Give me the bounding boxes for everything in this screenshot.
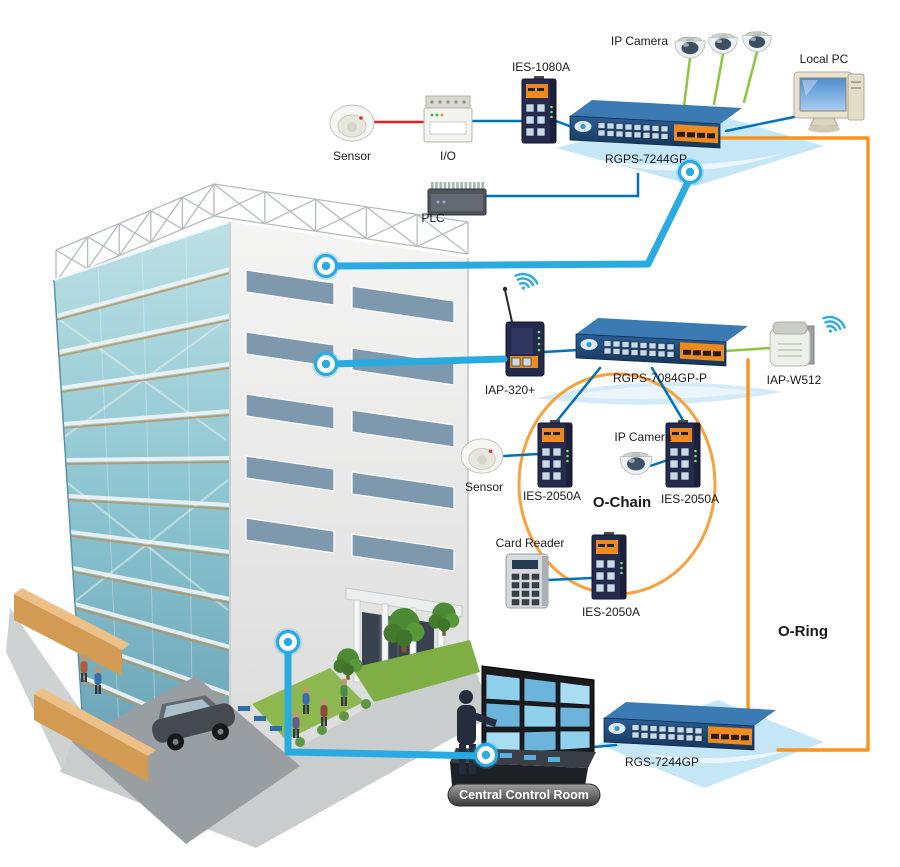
- label-plc: PLC: [421, 211, 445, 225]
- label-io: I/O: [440, 149, 456, 163]
- io-module: [423, 95, 473, 143]
- switch-rgps-7084gp-p: [575, 317, 749, 367]
- backbone-link-2: [328, 355, 508, 368]
- switch-ies-2050a-1: [537, 419, 573, 488]
- link-chain-1: [554, 366, 602, 424]
- link-ies1080a-rack: [554, 119, 574, 129]
- link-cardreader-ies: [546, 576, 594, 582]
- o-ring-link: [718, 136, 870, 752]
- label-ies-1080a: IES-1080A: [512, 60, 570, 74]
- label-o-chain: O-Chain: [593, 494, 651, 511]
- ap-iap-w512: [769, 321, 815, 367]
- label-o-ring: O-Ring: [778, 623, 828, 640]
- label-ip-camera-chain: IP Camera: [614, 430, 671, 444]
- roof-truss: [55, 183, 469, 283]
- smoke-sensor-top: [329, 104, 375, 142]
- smoke-sensor-chain: [460, 438, 504, 474]
- card-reader: [505, 553, 549, 609]
- network-node: [273, 627, 303, 657]
- link-camera2-ies: [648, 458, 670, 468]
- central-control-room: [447, 665, 601, 807]
- label-sensor-chain: Sensor: [465, 480, 503, 494]
- wifi-icon: [818, 312, 848, 339]
- label-ies-2050a-3: IES-2050A: [582, 605, 640, 619]
- label-ip-camera-top: IP Camera: [611, 34, 668, 48]
- backbone-link-3: [284, 644, 490, 760]
- link-iap320-rack: [542, 348, 580, 354]
- local-pc: [793, 71, 865, 133]
- link-plc-rack: [484, 172, 640, 198]
- switch-ies-2050a-3: [591, 531, 627, 600]
- label-ies-2050a-1: IES-2050A: [523, 489, 581, 503]
- link-pc-rack: [724, 115, 796, 133]
- link-cameras: [682, 50, 759, 108]
- benches: [238, 706, 282, 731]
- link-chain-2: [650, 366, 686, 424]
- label-central-control-room: Central Control Room: [459, 788, 589, 802]
- label-local-pc: Local PC: [800, 52, 849, 66]
- label-ies-2050a-2: IES-2050A: [661, 492, 719, 506]
- switch-ies-1080a: [521, 75, 557, 144]
- label-sensor-top: Sensor: [333, 149, 371, 163]
- platform-middle: [536, 382, 782, 405]
- network-node: [471, 740, 501, 770]
- wifi-icon: [510, 269, 541, 295]
- switch-rgs-7244gp: [603, 701, 777, 751]
- backbone-link-1: [329, 174, 694, 270]
- label-rgps-7084gp-p: RGPS-7084GP-P: [613, 371, 707, 385]
- network-node: [311, 251, 341, 281]
- car: [151, 695, 236, 751]
- label-rgps-7244gp: RGPS-7244GP: [605, 152, 687, 166]
- ap-iap-320: [502, 269, 545, 377]
- link-rack-iapw512: [724, 346, 772, 353]
- platform-top: [556, 110, 824, 186]
- ip-camera-chain: [619, 451, 653, 475]
- switch-rgps-7244gp: [569, 99, 743, 149]
- plc-module: [427, 182, 487, 216]
- building-illustration: [6, 183, 492, 848]
- grounds: [6, 588, 492, 848]
- label-rgs-7244gp: RGS-7244GP: [625, 755, 699, 769]
- control-room-label-pill: [447, 783, 601, 807]
- label-iap-320: IAP-320+: [485, 383, 535, 397]
- label-card-reader: Card Reader: [496, 536, 565, 550]
- network-node: [311, 349, 341, 379]
- link-sensor2-ies: [502, 452, 540, 458]
- label-iap-w512: IAP-W512: [767, 373, 822, 387]
